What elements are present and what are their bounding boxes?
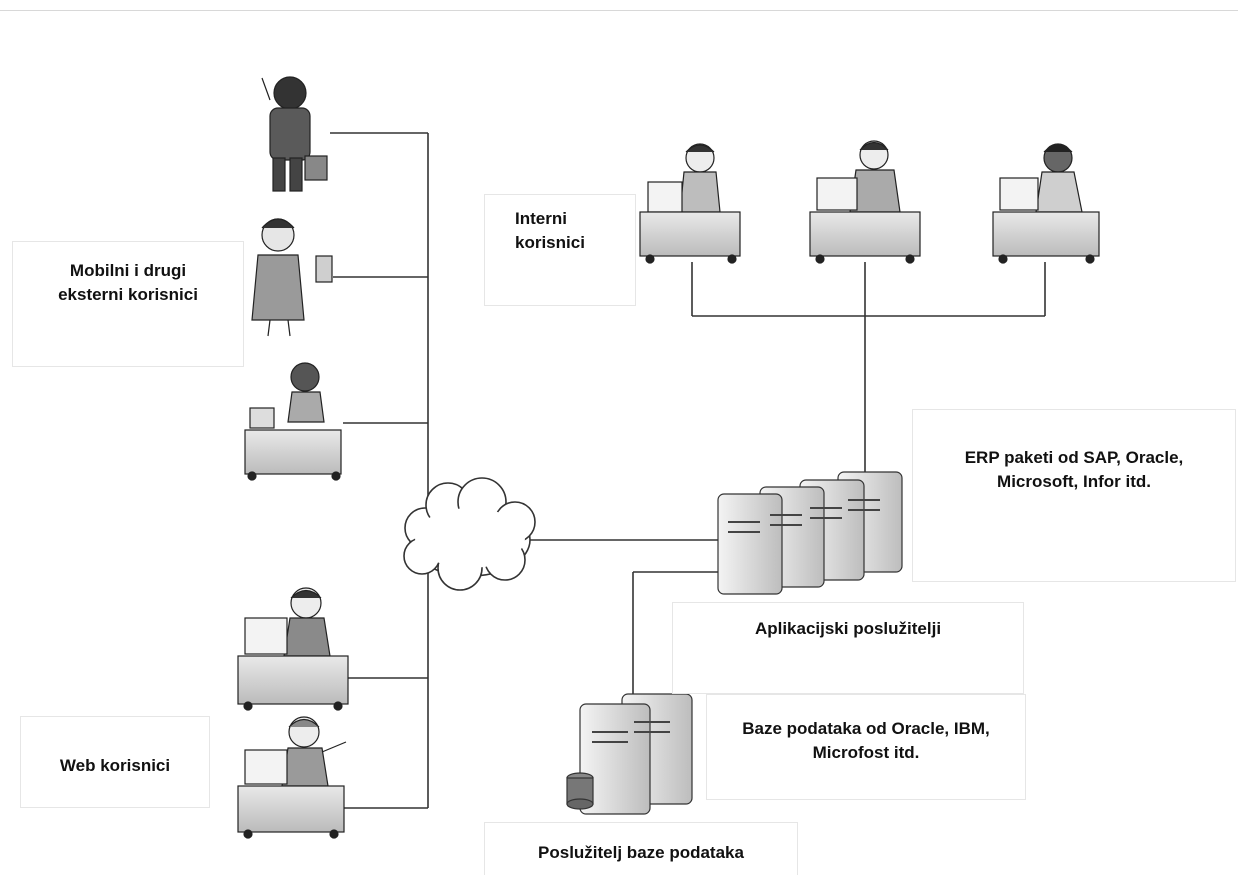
internal-user-1-icon bbox=[639, 143, 741, 264]
label-mobile-external-users: Mobilni i drugi eksterni korisnici bbox=[12, 241, 244, 367]
mobile-user-phone-icon bbox=[261, 76, 328, 192]
label-db-line-2: Microfost itd. bbox=[812, 743, 920, 762]
label-db-line-1: Baze podataka od Oracle, IBM, bbox=[742, 719, 990, 738]
label-database-server: Poslužitelj baze podataka bbox=[484, 822, 798, 875]
label-db-server-text: Poslužitelj baze podataka bbox=[538, 843, 744, 862]
application-servers-icon bbox=[717, 471, 903, 595]
label-erp-packages: ERP paketi od SAP, Oracle, Microsoft, In… bbox=[912, 409, 1236, 582]
label-web-users-text: Web korisnici bbox=[59, 756, 171, 775]
internal-user-2-icon bbox=[809, 140, 921, 264]
label-mobile-line-2: eksterni korisnici bbox=[58, 285, 198, 304]
mobile-user-laptop-icon bbox=[244, 362, 342, 481]
database-servers-icon bbox=[566, 693, 693, 815]
label-erp-line-1: ERP paketi od SAP, Oracle, bbox=[964, 448, 1184, 467]
label-app-servers-text: Aplikacijski poslužitelji bbox=[754, 619, 942, 638]
label-internal-users: Interni korisnici bbox=[484, 194, 636, 306]
web-user-2-icon bbox=[237, 716, 347, 839]
label-web-users: Web korisnici bbox=[20, 716, 210, 808]
label-internal-line-1: Interni bbox=[515, 209, 567, 228]
label-erp-line-2: Microsoft, Infor itd. bbox=[997, 472, 1151, 491]
connection-lines bbox=[330, 132, 1046, 809]
label-mobile-line-1: Mobilni i drugi bbox=[69, 261, 187, 280]
web-user-1-icon bbox=[237, 587, 349, 711]
label-internal-line-2: korisnici bbox=[515, 233, 585, 252]
internal-user-3-icon bbox=[992, 143, 1100, 264]
label-application-servers: Aplikacijski poslužitelji bbox=[672, 602, 1024, 694]
mobile-user-tablet-icon bbox=[251, 218, 333, 337]
label-database-vendors: Baze podataka od Oracle, IBM, Microfost … bbox=[706, 694, 1026, 800]
top-divider bbox=[0, 10, 1238, 11]
